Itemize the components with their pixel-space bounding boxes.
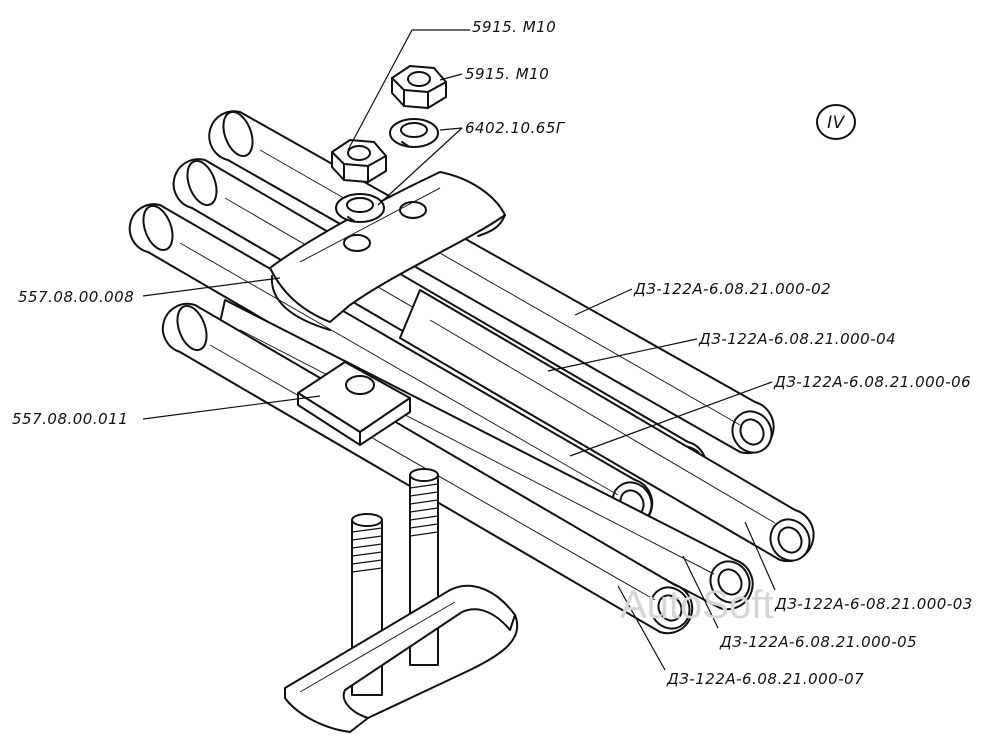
- nut-lower: [331, 139, 387, 183]
- label-tube-03: ДЗ-122А-6-08.21.000-03: [774, 595, 973, 613]
- leader-tube-07: [617, 585, 666, 671]
- view-number-badge: IV: [816, 104, 856, 140]
- nut-upper: [391, 65, 447, 109]
- label-lock-washer: 6402.10.65Г: [465, 119, 566, 137]
- label-tube-07: ДЗ-122А-6.08.21.000-07: [666, 670, 864, 688]
- clamp-plate-bottom: [297, 361, 411, 446]
- tube-06: [128, 203, 654, 530]
- leader-tube-03: [744, 521, 776, 591]
- leader-tube-05: [682, 555, 719, 629]
- watermark: AutoSoft: [620, 583, 773, 627]
- leader-nut-second: [439, 73, 463, 81]
- label-tube-05: ДЗ-122А-6.08.21.000-05: [719, 633, 917, 651]
- leader-tube-02: [574, 288, 633, 316]
- leader-clamp-top: [142, 277, 281, 297]
- leader-tube-06: [569, 381, 773, 457]
- label-clamp-top: 557.08.00.008: [18, 288, 134, 306]
- leader-washer: [439, 127, 463, 131]
- leader-tube-04: [547, 338, 698, 372]
- leader-clamp-bottom: [142, 395, 321, 420]
- label-clamp-bottom: 557.08.00.011: [12, 410, 128, 428]
- view-number-text: IV: [827, 113, 846, 133]
- label-tube-06: ДЗ-122А-6.08.21.000-06: [773, 373, 971, 391]
- leader-lines: [142, 29, 776, 671]
- tube-03: [399, 289, 815, 563]
- leader-nut-top: [347, 29, 470, 151]
- label-tube-02: ДЗ-122А-6.08.21.000-02: [633, 280, 831, 298]
- label-tube-04: ДЗ-122А-6.08.21.000-04: [698, 330, 896, 348]
- label-nut-second: 5915. M10: [465, 65, 549, 83]
- lock-washer-upper: [389, 118, 439, 148]
- label-nut-top: 5915. M10: [472, 18, 556, 36]
- leader-washer-2: [377, 127, 463, 206]
- base-bracket: [284, 584, 519, 733]
- lock-washer-lower: [335, 193, 385, 223]
